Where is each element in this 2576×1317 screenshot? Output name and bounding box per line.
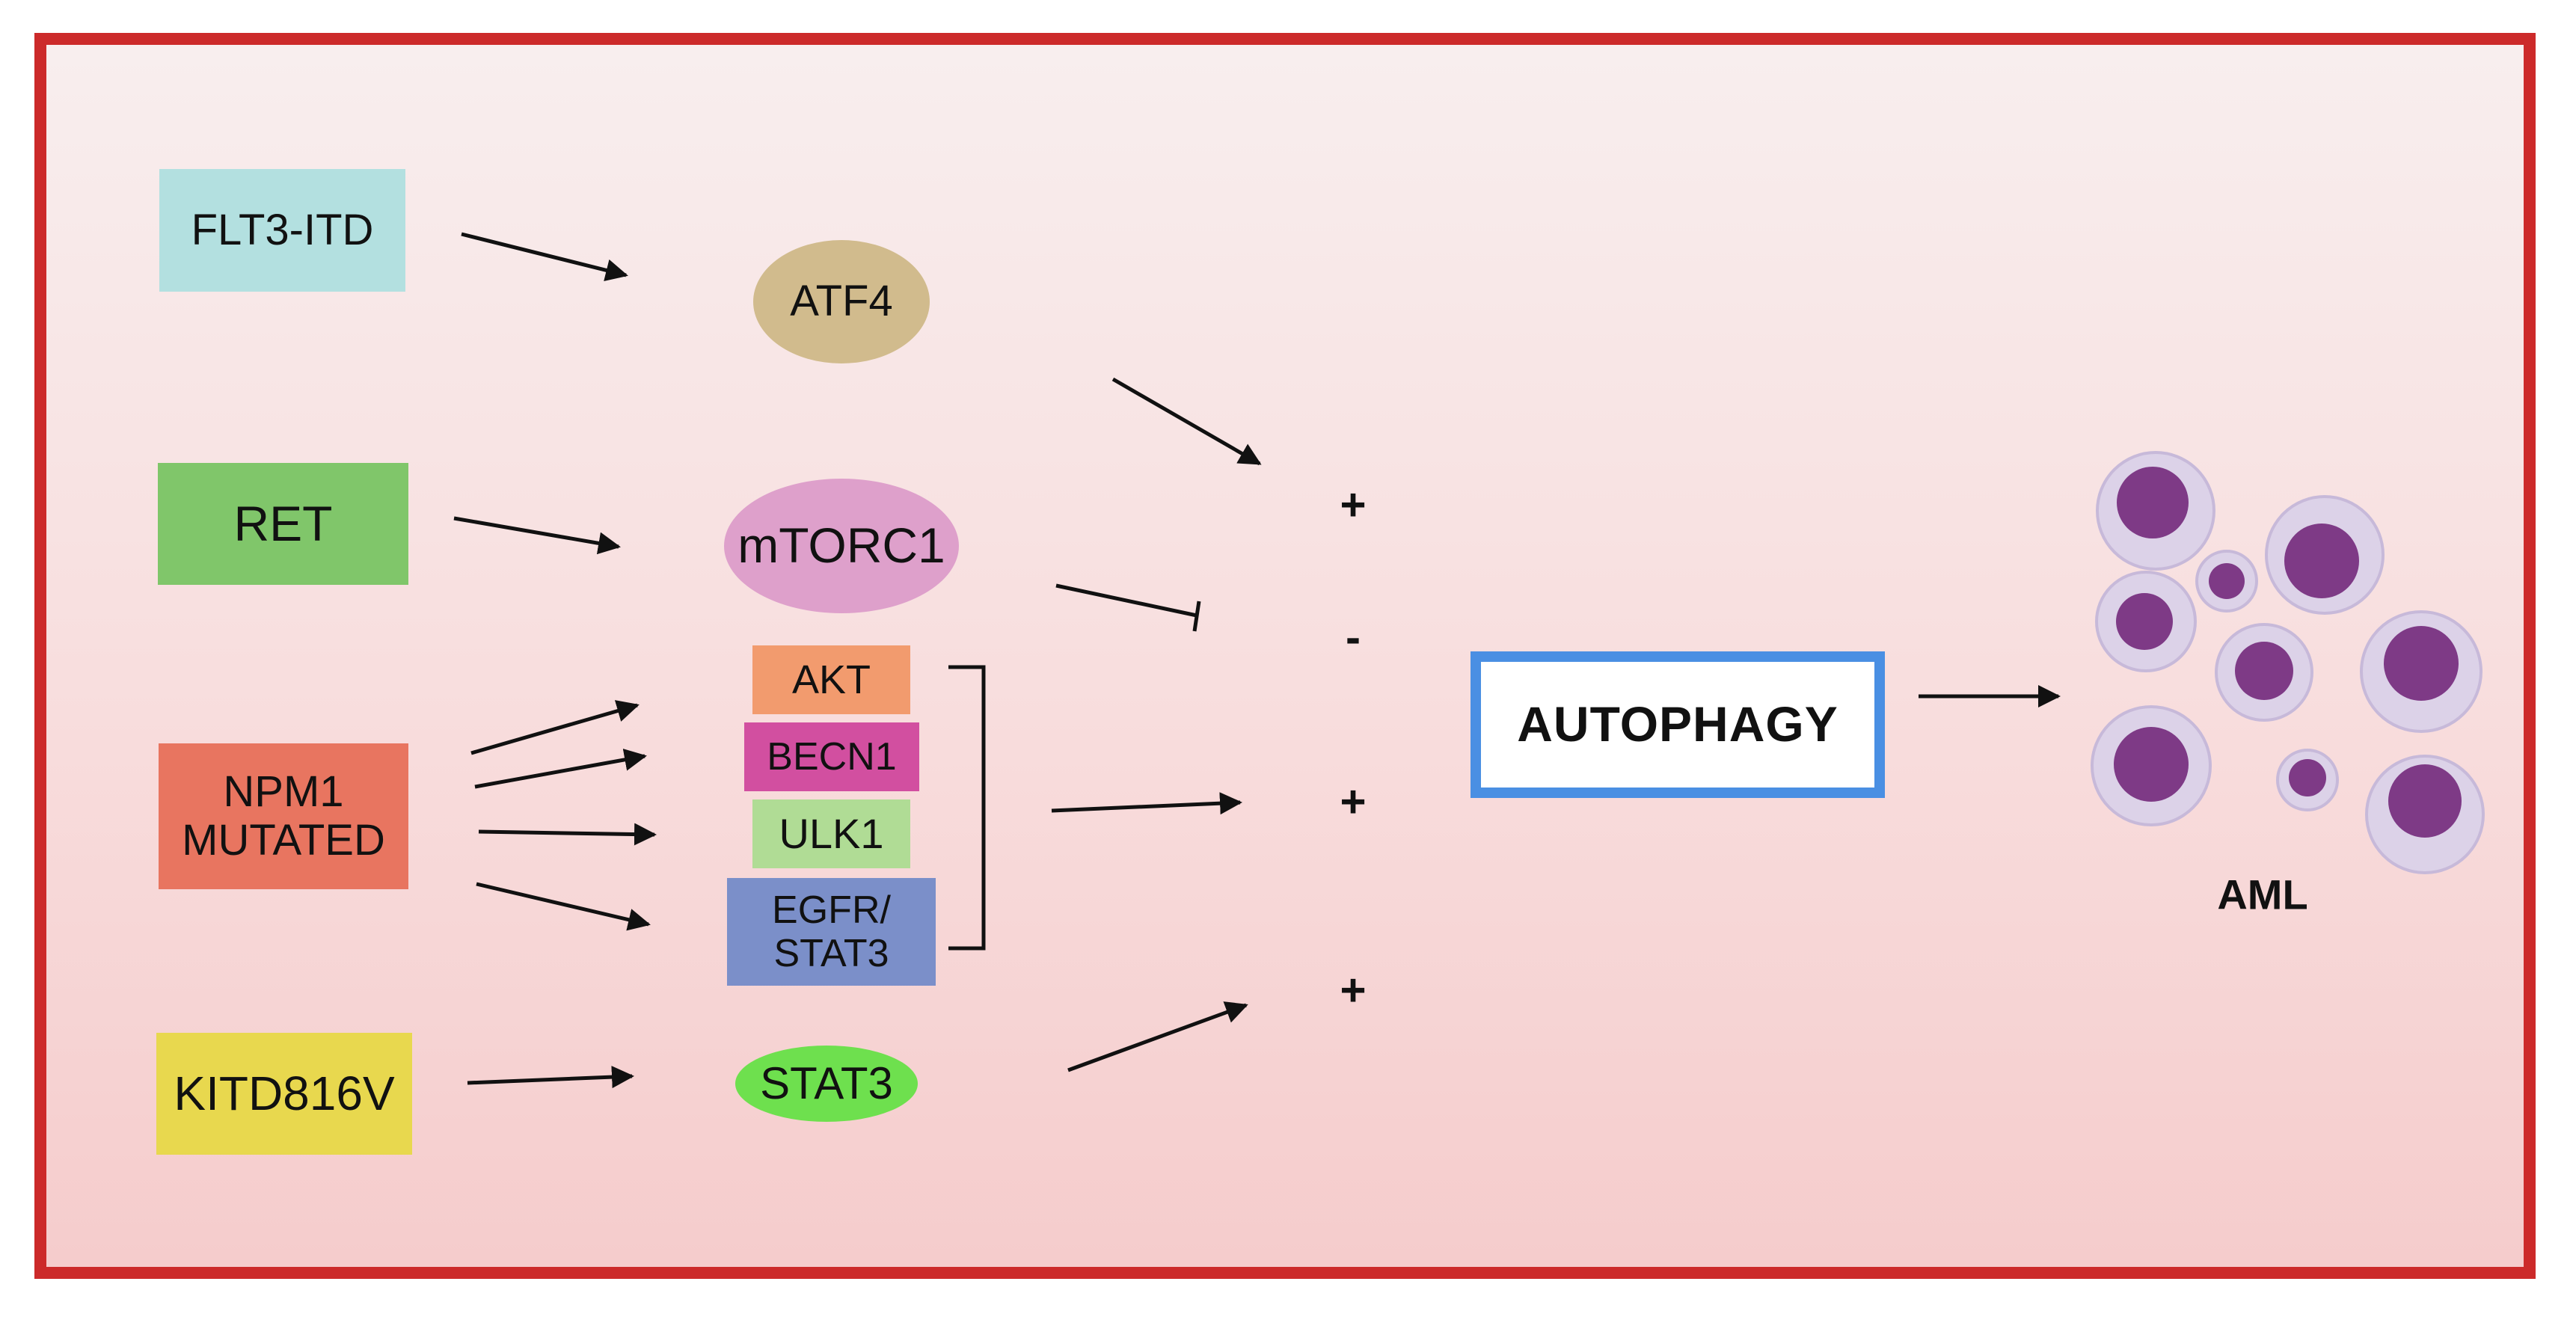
becn1-box: BECN1 (744, 722, 919, 791)
autophagy-box: AUTOPHAGY (1471, 651, 1885, 798)
aml-label: AML (2217, 871, 2308, 918)
effect-sign-atf4: + (1340, 479, 1367, 530)
effect-sign-npm1-group: + (1340, 776, 1367, 827)
akt-box: AKT (752, 645, 910, 714)
flt3-itd-box: FLT3-ITD (159, 169, 405, 292)
stat3-ellipse: STAT3 (735, 1046, 918, 1122)
ret-box: RET (158, 463, 408, 585)
effect-sign-mtorc1: - (1346, 612, 1361, 663)
atf4-ellipse: ATF4 (753, 240, 930, 363)
kitd816v-box: KITD816V (156, 1033, 412, 1155)
egfr-stat3-box: EGFR/ STAT3 (727, 878, 936, 986)
npm1-mutated-box: NPM1 MUTATED (159, 743, 408, 889)
effect-sign-stat3: + (1340, 965, 1367, 1016)
mtorc1-ellipse: mTORC1 (724, 479, 959, 613)
ulk1-box: ULK1 (752, 799, 910, 868)
